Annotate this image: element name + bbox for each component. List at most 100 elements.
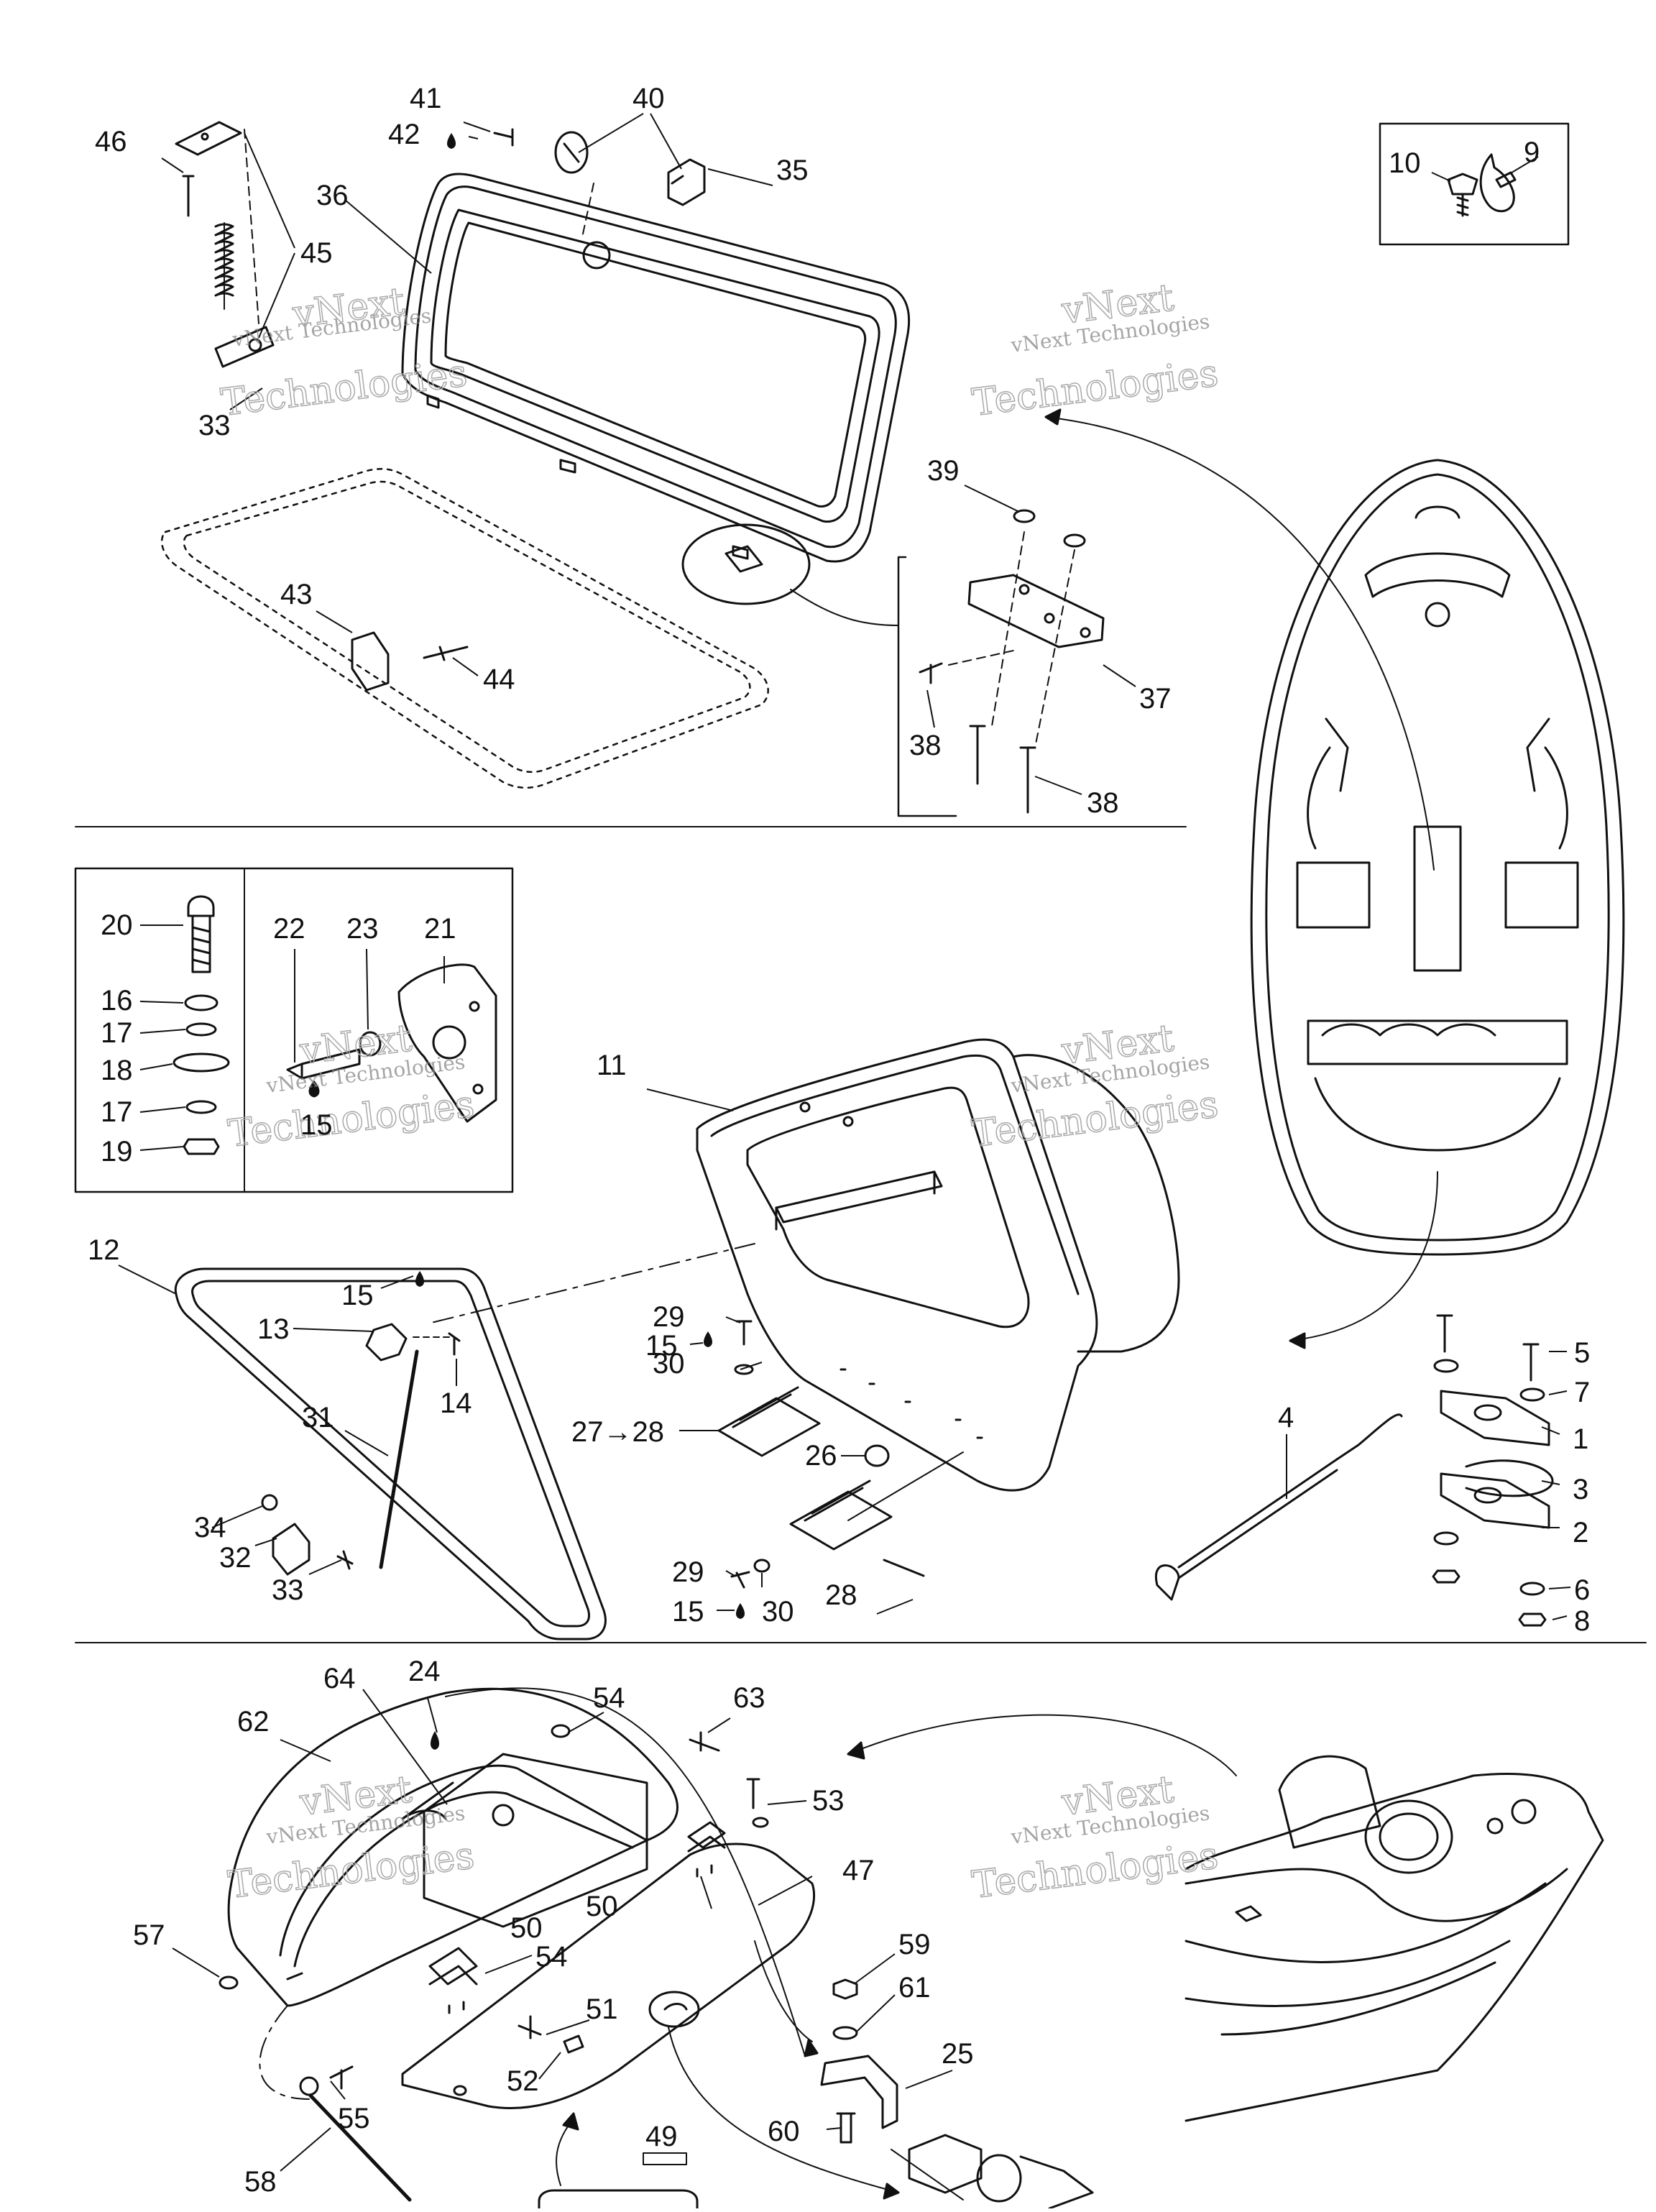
callout-30a: 30 [653,1348,685,1380]
svg-text:Technologies: Technologies [970,1834,1220,1906]
callout-63: 63 [733,1682,765,1714]
callout-64: 64 [323,1663,356,1694]
callout-54a: 54 [593,1682,625,1714]
callout-28: 28 [825,1579,857,1611]
callout-32: 32 [219,1542,252,1574]
hose-clamp-icon [1479,153,1517,213]
screw-icon [1447,173,1478,217]
callout-47: 47 [842,1855,875,1886]
svg-text:Technologies: Technologies [218,352,469,424]
choke-cable [1154,1413,1403,1601]
callout-17a: 17 [101,1017,133,1049]
callout-41: 41 [410,83,442,114]
svg-text:Technologies: Technologies [226,1083,477,1155]
callout-22: 22 [273,913,305,945]
callout-30b: 30 [762,1596,794,1628]
callout-46: 46 [95,126,127,157]
callout-29b: 29 [672,1556,704,1588]
storage-opening-outline [160,468,769,789]
storage-lid [401,1842,816,2109]
callout-58: 58 [244,2166,277,2198]
hinge-27 [717,1386,821,1457]
callout-37: 37 [1139,683,1172,715]
bolt-20 [187,895,215,973]
callout-14: 14 [440,1387,472,1419]
callout-59: 59 [898,1929,931,1960]
callout-40: 40 [632,83,665,114]
callout-13: 13 [257,1313,290,1345]
cable-guide-21 [397,963,497,1123]
callout-8: 8 [1574,1605,1590,1637]
callout-51: 51 [586,1993,618,2025]
svg-text:Technologies: Technologies [970,1083,1220,1155]
inset-box-fasteners [74,867,514,1193]
watermark-2: vNext Technologies vNext Technologies [970,276,1221,426]
callout-7: 7 [1574,1377,1590,1408]
callout-52: 52 [507,2065,539,2097]
adhesive-drop-icon [736,1603,745,1619]
callout-45: 45 [300,237,333,269]
callout-27-28: 27→28 [571,1416,664,1448]
callout-39: 39 [927,455,960,487]
callout-15b: 15 [645,1330,678,1362]
callout-44: 44 [483,664,515,695]
callout-54b: 54 [535,1941,568,1973]
callout-55: 55 [338,2103,370,2134]
callout-33b: 33 [272,1574,304,1606]
adhesive-drop-icon [431,1731,439,1750]
callout-34: 34 [194,1512,226,1543]
callout-10: 10 [1389,147,1421,179]
adhesive-drop-icon [704,1331,712,1347]
callout-61: 61 [898,1972,931,2004]
adhesive-drop-icon [447,133,456,149]
callout-53: 53 [812,1785,845,1817]
glove-box-body [696,1038,1180,1492]
front-storage-housing [227,1687,678,2007]
callout-33a: 33 [198,410,231,441]
callout-12: 12 [88,1234,120,1266]
callout-23: 23 [346,913,379,945]
callout-43: 43 [280,579,313,610]
callout-6: 6 [1574,1574,1590,1606]
watermark-6: vNext Technologies vNext Technologies [970,1768,1221,1908]
callout-50b: 50 [586,1891,618,1922]
callout-11: 11 [597,1050,627,1081]
door-frame [174,1267,607,1640]
bracket-stack [1432,1314,1554,1627]
callout-19: 19 [101,1136,133,1167]
callout-49: 49 [645,2121,678,2152]
callout-31: 31 [302,1402,334,1433]
callout-4: 4 [1278,1402,1294,1433]
latch-clip [351,631,469,692]
callout-17b: 17 [101,1096,133,1128]
callout-18: 18 [101,1055,133,1086]
watermark-5: vNext Technologies vNext Technologies [226,1768,477,1908]
callout-36: 36 [316,180,349,211]
hinge-lower [789,1479,893,1551]
callout-9: 9 [1524,137,1540,168]
callout-21: 21 [424,913,456,945]
callout-26: 26 [805,1440,837,1472]
watermark-3: vNext Technologies vNext Technologies [226,1016,477,1157]
adhesive-drop-icon [415,1271,424,1287]
callout-3: 3 [1573,1474,1588,1505]
callout-38b: 38 [1087,787,1119,819]
callout-29a: 29 [653,1301,685,1333]
watermark-4: vNext Technologies vNext Technologies [970,1016,1221,1157]
hinge-detail-box [681,509,1105,817]
callout-62: 62 [237,1706,270,1738]
callout-57: 57 [133,1919,165,1951]
callout-24: 24 [408,1656,441,1687]
callout-5: 5 [1574,1337,1590,1369]
boat-top-view [1250,459,1625,1256]
callout-35: 35 [776,155,809,186]
svg-text:Technologies: Technologies [970,352,1220,424]
svg-text:Technologies: Technologies [226,1834,477,1906]
callout-15c: 15 [672,1596,704,1628]
callout-15d: 15 [300,1109,333,1141]
callout-20: 20 [101,909,133,941]
latch-hook [667,158,706,206]
latch-knob [554,131,589,174]
